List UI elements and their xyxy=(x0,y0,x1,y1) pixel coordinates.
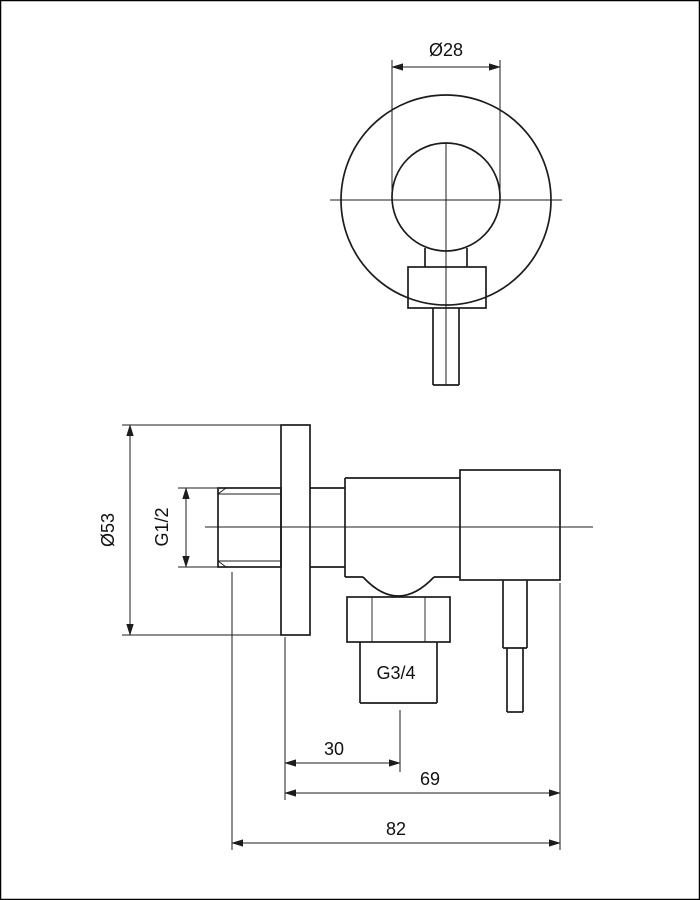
dim-label-dia28: Ø28 xyxy=(429,40,463,60)
inlet-thread xyxy=(217,487,282,568)
valve-body xyxy=(310,477,460,597)
dim-flange-diameter: Ø53 xyxy=(98,424,281,636)
label-outlet-thread: G3/4 xyxy=(376,663,415,683)
dim-69: 69 xyxy=(284,583,561,850)
outlet-nut xyxy=(346,596,451,704)
wall-flange xyxy=(280,424,311,636)
side-view: G3/4 Ø53 G1/2 30 69 82 xyxy=(98,424,593,850)
dim-label-69: 69 xyxy=(420,769,440,789)
dim-label-30: 30 xyxy=(324,739,344,759)
dim-label-g12: G1/2 xyxy=(152,507,172,546)
dim-inlet-thread: G1/2 xyxy=(152,487,218,568)
front-view: Ø28 xyxy=(330,40,562,386)
dim-handle-diameter: Ø28 xyxy=(391,40,501,190)
dim-label-dia53: Ø53 xyxy=(98,513,118,547)
valve-stem-front xyxy=(407,248,487,386)
headwork-block xyxy=(459,469,561,581)
spindle xyxy=(502,580,528,713)
dim-82: 82 xyxy=(231,572,561,850)
dim-label-82: 82 xyxy=(386,819,406,839)
dim-30: 30 xyxy=(284,637,401,800)
